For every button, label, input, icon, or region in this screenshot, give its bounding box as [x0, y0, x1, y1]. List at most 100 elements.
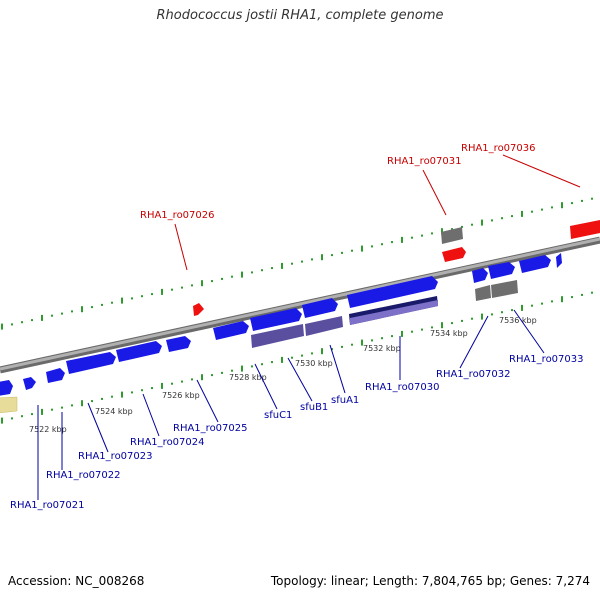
tick-mark [411, 330, 413, 333]
callout-line [329, 344, 346, 394]
tick-mark [71, 404, 73, 407]
tick-mark [531, 304, 533, 307]
tick-mark [361, 339, 363, 346]
tick-mark [181, 380, 183, 383]
tick-mark [261, 363, 263, 366]
tick-mark [431, 326, 433, 329]
tick-mark [271, 361, 273, 364]
tick-mark [351, 343, 353, 346]
tick-mark [451, 322, 453, 325]
tick-mark [201, 374, 203, 381]
tick-mark [371, 245, 373, 248]
pseudo-block[interactable] [441, 227, 463, 244]
tick-mark [311, 258, 313, 261]
gene-arrow[interactable] [46, 368, 65, 383]
tick-mark [141, 389, 143, 392]
tick-mark [441, 322, 443, 329]
gene-label[interactable]: RHA1_ro07032 [436, 369, 511, 380]
gene-label[interactable]: sfuC1 [264, 410, 292, 421]
tick-mark [11, 417, 13, 420]
gene-arrow[interactable] [302, 298, 338, 318]
gene-arrow-reverse[interactable] [442, 247, 466, 262]
ruler-label: 7522 kbp [29, 425, 67, 434]
gene-label[interactable]: RHA1_ro07023 [78, 451, 153, 462]
ruler-label: 7528 kbp [229, 373, 267, 382]
gene-label[interactable]: RHA1_ro07036 [461, 143, 536, 154]
tick-mark [361, 245, 363, 252]
gene-arrow[interactable] [488, 262, 515, 279]
gene-labels[interactable]: RHA1_ro07026 RHA1_ro07031 RHA1_ro07036RHA1… [10, 143, 584, 511]
gene-arrow[interactable] [116, 341, 162, 362]
tick-mark [581, 293, 583, 296]
tick-mark [331, 348, 333, 351]
gene-label[interactable]: RHA1_ro07031 [387, 156, 462, 167]
feature-track [0, 220, 600, 414]
gene-label[interactable]: RHA1_ro07025 [173, 423, 248, 434]
genome-summary-text: Topology: linear; Length: 7,804,765 bp; … [270, 574, 590, 588]
tick-mark [131, 297, 133, 300]
gene-label[interactable]: RHA1_ro07024 [130, 437, 205, 448]
callout-line [513, 309, 545, 354]
gene-arrow[interactable] [519, 255, 551, 273]
gene-arrow-reverse[interactable] [193, 303, 204, 316]
gene-label[interactable]: RHA1_ro07022 [46, 470, 121, 481]
tick-mark [11, 323, 13, 326]
gene-label[interactable]: RHA1_ro07033 [509, 354, 584, 365]
gene-arrow-reverse[interactable] [570, 220, 600, 239]
tick-mark [371, 339, 373, 342]
tick-mark [61, 406, 63, 409]
operon-block[interactable] [305, 316, 343, 336]
tick-mark [111, 395, 113, 398]
gene-arrow[interactable] [213, 321, 249, 340]
tick-mark [341, 345, 343, 348]
edge-feature[interactable] [0, 396, 18, 414]
gene-arrow[interactable] [250, 308, 302, 331]
gene-arrow[interactable] [166, 336, 191, 352]
tick-mark [81, 306, 83, 313]
tick-mark [471, 223, 473, 226]
tick-mark [231, 369, 233, 372]
tick-mark [211, 374, 213, 377]
tick-mark [101, 397, 103, 400]
tick-mark [281, 356, 283, 363]
tick-marks [1, 197, 593, 424]
gene-label[interactable]: RHA1_ro07030 [365, 382, 440, 393]
tick-mark [441, 228, 443, 235]
pseudo-block[interactable] [491, 280, 518, 298]
gene-arrow[interactable] [556, 253, 562, 268]
tick-mark [181, 286, 183, 289]
gene-label[interactable]: sfuB1 [300, 402, 328, 413]
tick-mark [51, 408, 53, 411]
pseudo-block[interactable] [475, 285, 491, 301]
callout-line [87, 402, 109, 453]
gene-label[interactable]: sfuA1 [331, 395, 359, 406]
operon-block[interactable] [350, 300, 438, 325]
tick-mark [141, 295, 143, 298]
gene-label[interactable]: RHA1_ro07021 [10, 500, 85, 511]
gene-arrow[interactable] [0, 380, 13, 396]
tick-mark [111, 301, 113, 304]
tick-mark [531, 210, 533, 213]
tick-mark [351, 249, 353, 252]
tick-mark [51, 314, 53, 317]
tick-mark [521, 304, 523, 311]
operon-block[interactable] [251, 324, 304, 348]
tick-mark [401, 330, 403, 337]
gene-arrow[interactable] [472, 268, 488, 283]
tick-mark [551, 300, 553, 303]
ruler-label: 7526 kbp [162, 391, 200, 400]
tick-mark [581, 199, 583, 202]
gene-arrow[interactable] [23, 377, 36, 390]
tick-mark [591, 197, 593, 200]
gene-arrow[interactable] [66, 352, 116, 374]
tick-mark [61, 312, 63, 315]
backbone [0, 236, 600, 374]
tick-mark [301, 354, 303, 357]
gene-label[interactable]: RHA1_ro07026 [140, 210, 215, 221]
gene-arrow[interactable] [347, 276, 438, 308]
tick-mark [561, 296, 563, 303]
tick-mark [591, 291, 593, 294]
tick-mark [341, 251, 343, 254]
